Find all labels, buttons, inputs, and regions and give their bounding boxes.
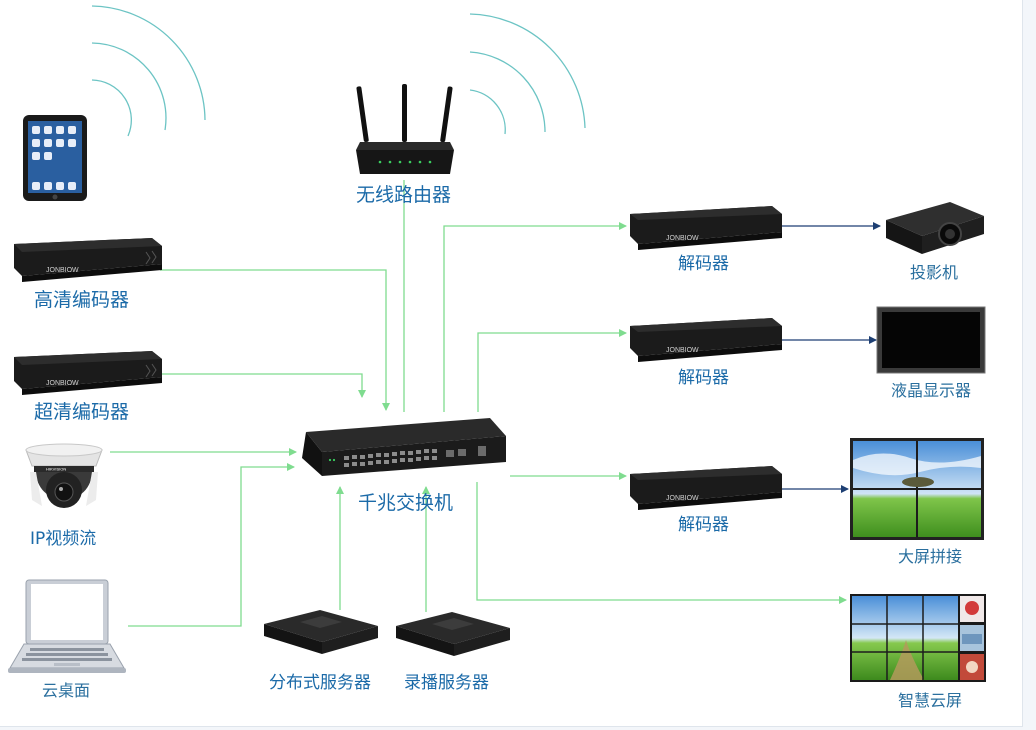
decoder-1-icon: JONBIOW — [630, 206, 782, 250]
svg-text:JONBIOW: JONBIOW — [46, 267, 79, 274]
decoder-3-icon: JONBIOW — [630, 466, 782, 510]
wireless-router-icon — [356, 84, 454, 174]
recording-server-icon — [396, 612, 510, 656]
svg-text:JONBIOW: JONBIOW — [666, 495, 699, 502]
link-cloud-desktop — [128, 463, 295, 627]
uhd-encoder-label: 超清编码器 — [34, 401, 130, 423]
hd-encoder-label: 高清编码器 — [34, 289, 130, 311]
svg-text:HIKVISION: HIKVISION — [46, 467, 66, 472]
smart-screen-icon — [850, 594, 986, 682]
decoder-1-label: 解码器 — [678, 254, 729, 274]
uhd-encoder-icon: JONBIOW — [14, 351, 162, 395]
smart-screen-label: 智慧云屏 — [898, 691, 963, 710]
projector-icon — [886, 202, 984, 254]
distributed-server-icon — [264, 610, 378, 654]
link-hd-encoder — [160, 269, 390, 411]
dome-camera-icon: HIKVISION — [25, 443, 103, 508]
svg-text:JONBIOW: JONBIOW — [46, 380, 79, 387]
network-switch-icon — [302, 418, 506, 476]
video-wall-label: 大屏拼接 — [898, 547, 963, 566]
hd-encoder-icon: JONBIOW — [14, 238, 162, 282]
lcd-monitor-icon — [876, 306, 986, 374]
link-smart-screen — [476, 482, 847, 604]
link-uhd-encoder — [160, 373, 366, 398]
svg-text:JONBIOW: JONBIOW — [666, 235, 699, 242]
lcd-display-label: 液晶显示器 — [891, 381, 972, 400]
decoder-2-label: 解码器 — [678, 368, 729, 388]
distributed-server-label: 分布式服务器 — [269, 673, 371, 693]
wifi-signal-left — [91, 5, 206, 137]
projector-label: 投影机 — [910, 263, 959, 282]
wifi-signal-right — [469, 13, 586, 135]
tablet-icon — [23, 115, 87, 201]
decoder-2-icon: JONBIOW — [630, 318, 782, 362]
decoder-3-label: 解码器 — [678, 515, 729, 535]
ip-camera-label: IP视频流 — [30, 529, 97, 549]
video-wall-icon — [850, 438, 984, 540]
recording-server-label: 录播服务器 — [404, 673, 489, 693]
svg-text:JONBIOW: JONBIOW — [666, 347, 699, 354]
link-decoder-1 — [443, 222, 627, 412]
switch-label: 千兆交换机 — [358, 492, 454, 514]
link-decoder-2 — [477, 329, 627, 412]
cloud-desktop-label: 云桌面 — [42, 681, 91, 700]
router-label: 无线路由器 — [356, 184, 452, 206]
laptop-icon — [8, 579, 126, 673]
